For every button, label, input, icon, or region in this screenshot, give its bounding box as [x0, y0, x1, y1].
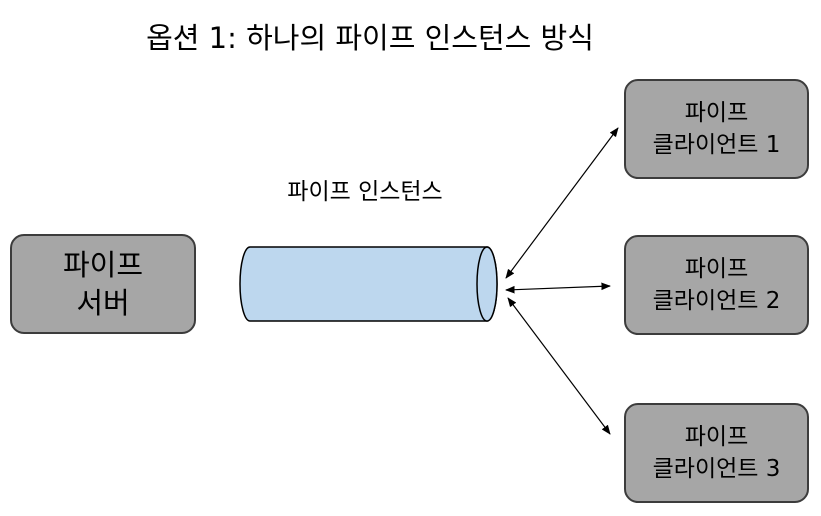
diagram-title: 옵션 1: 하나의 파이프 인스턴스 방식 — [146, 21, 594, 55]
arrow-to-client-3 — [507, 297, 611, 435]
arrow-to-client-1 — [505, 127, 619, 279]
pipe-client-2-box: 파이프 클라이언트 2 — [624, 235, 809, 335]
pipe-client-2-label-line2: 클라이언트 2 — [652, 288, 781, 314]
pipe-instance-label: 파이프 인스턴스 — [287, 179, 443, 205]
pipe-open-end — [476, 246, 498, 322]
pipe-client-3-label-line1: 파이프 — [684, 424, 749, 450]
arrow-to-client-2 — [505, 282, 611, 294]
pipe-client-2-label-line1: 파이프 — [684, 256, 749, 282]
pipe-client-1-label-line1: 파이프 — [684, 100, 749, 126]
pipe-cylinder — [239, 246, 498, 322]
pipe-client-1-label-line2: 클라이언트 1 — [652, 132, 781, 158]
pipe-server-label-line1: 파이프 — [62, 248, 144, 282]
pipe-client-1-box: 파이프 클라이언트 1 — [624, 79, 809, 179]
pipe-client-3-box: 파이프 클라이언트 3 — [624, 403, 809, 503]
pipe-server-box: 파이프 서버 — [10, 234, 196, 334]
pipe-body — [239, 246, 498, 322]
pipe-client-3-label-line2: 클라이언트 3 — [652, 456, 781, 482]
pipe-server-label-line2: 서버 — [76, 286, 130, 320]
